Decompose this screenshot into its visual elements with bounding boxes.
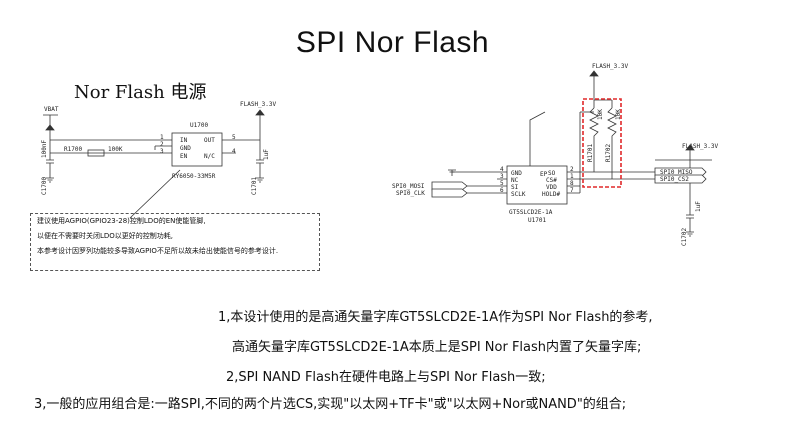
flash-right-rail-label: FLASH_3.3V (682, 143, 719, 150)
page-title: SPI Nor Flash (295, 26, 490, 59)
chip-pin-si: SI (511, 184, 519, 191)
chip-pin-sclk: SCLK (511, 191, 526, 198)
c1702-val: 1uF (695, 201, 702, 212)
description-line-3: 2,SPI NAND Flash在硬件电路上与SPI Nor Flash一致; (226, 370, 546, 385)
power-section-title: Nor Flash 电源 (74, 82, 207, 103)
chip-pin-hold: HOLD# (542, 191, 560, 198)
chip-pin-num-5: 5 (500, 180, 504, 187)
ldo-pin-num-2: 2 (160, 141, 164, 148)
ldo-pin-num-3: 3 (160, 148, 164, 155)
sig-clk-label: SPI0_CLK (396, 190, 425, 197)
r1700-val: 100K (108, 146, 123, 153)
ldo-pin-nc: N/C (204, 153, 215, 160)
r1701-val: 10K (597, 109, 604, 120)
chip-part: GT5SLCD2E-1A (509, 209, 553, 216)
ldo-pin-num-1: 1 (160, 134, 164, 141)
description-line-1: 1,本设计使用的是高通矢量字库GT5SLCD2E-1A作为SPI Nor Fla… (218, 310, 653, 325)
r1700-ref: R1700 (64, 146, 82, 153)
c1701-val: 1uF (263, 149, 270, 160)
chip-pin-vdd: VDD (546, 184, 557, 191)
ldo-pin-in: IN (180, 137, 188, 144)
ldo-pin-gnd: GND (180, 145, 191, 152)
sig-cs-label: SPI0_CS2 (660, 176, 689, 183)
chip-pin-cs: CS# (546, 177, 557, 184)
ldo-pin-num-4: 4 (232, 148, 236, 155)
ldo-enable-note: 建议使用AGPIO(GPIO23-28)控制LDO的EN使能管脚, 以便在不需要… (30, 213, 320, 271)
chip-pin-num-6: 6 (500, 187, 504, 194)
chip-pin-num-3: 3 (500, 173, 504, 180)
c1701-ref: C1701 (251, 177, 258, 195)
sig-mosi-label: SPI0_MOSI (392, 183, 425, 190)
c1702-ref: C1702 (681, 228, 688, 246)
description-line-4: 3,一般的应用组合是:一路SPI,不同的两个片选CS,实现"以太网+TF卡"或"… (34, 397, 627, 412)
chip-pin-num-1: 1 (570, 173, 574, 180)
sig-miso-label: SPI0_MISO (660, 169, 693, 176)
vbat-label: VBAT (44, 106, 59, 113)
flash-top-rail-label: FLASH_3.3V (592, 63, 629, 70)
description-line-2: 高通矢量字库GT5SLCD2E-1A本质上是SPI Nor Flash内置了矢量… (232, 340, 642, 355)
ldo-pin-en: EN (180, 153, 188, 160)
chip-ref: U1701 (528, 217, 546, 224)
ldo-part: RY6050-33M5R (172, 173, 216, 180)
c1700-ref: C1700 (41, 177, 48, 195)
r1702-val: 10K (615, 109, 622, 120)
note-line-1: 建议使用AGPIO(GPIO23-28)控制LDO的EN使能管脚, (37, 217, 206, 225)
chip-pin-gnd: GND (511, 170, 522, 177)
ldo-ref: U1700 (190, 122, 208, 129)
note-line-3: 本参考设计因罗列功能较多导致AGPIO不足所以故未给出使能信号的参考设计. (37, 247, 279, 255)
chip-pin-so: SO (548, 170, 556, 177)
chip-pin-nc: NC (511, 177, 519, 184)
ldo-pin-num-5: 5 (232, 134, 236, 141)
r1702-ref: R1702 (605, 144, 612, 162)
flash-rail-label: FLASH_3.3V (240, 101, 277, 108)
chip-pin-num-4: 4 (500, 166, 504, 173)
chip-mark: EP (540, 171, 548, 178)
chip-pin-num-8: 8 (570, 180, 574, 187)
ldo-pin-out: OUT (204, 137, 215, 144)
note-line-2: 以便在不需要时关闭LDO以更好的控制功耗, (37, 232, 174, 240)
chip-pin-num-7: 7 (570, 187, 574, 194)
chip-pin-num-2: 2 (570, 166, 574, 173)
c1700-val: 100nF (41, 140, 48, 158)
r1701-ref: R1701 (587, 144, 594, 162)
